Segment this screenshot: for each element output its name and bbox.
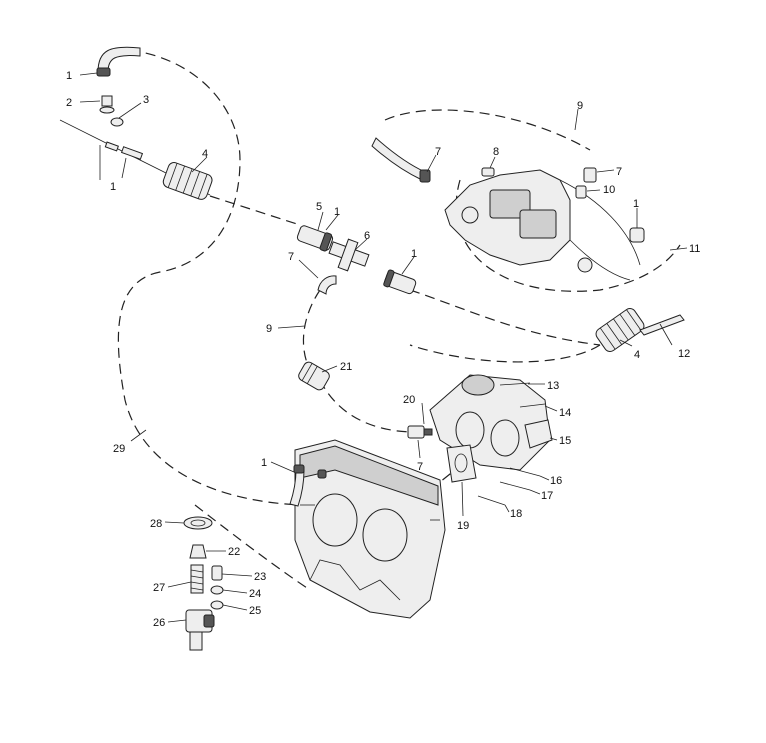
fitting-part-8 [481,167,495,177]
callout-4-right: 4 [634,349,640,361]
callout-8: 8 [493,146,499,158]
callout-27: 27 [153,582,165,594]
callout-19: 19 [457,520,469,532]
bolt-part-18 [477,495,506,506]
o-ring-part-28 [183,516,213,530]
bellows-part-4 [162,162,213,200]
callout-9-left: 9 [266,323,272,335]
callout-1-coupler-right: 1 [411,248,417,260]
callout-15: 15 [559,435,571,447]
callout-23: 23 [254,571,266,583]
upper-manifold-assembly [444,169,641,281]
bolt-part-17 [499,481,531,491]
hose-route-center [209,195,301,226]
callout-13: 13 [547,380,559,392]
tee-fitting-part-6 [328,238,370,272]
hose-route-lower-7 [319,379,416,433]
callout-1-right: 1 [633,198,639,210]
coupler-part-1-right [629,227,645,243]
callout-29: 29 [113,443,125,455]
cylinder-block-assembly [294,439,446,619]
bellows-part-4-right [595,308,645,352]
connector-part [104,141,119,152]
fitting-part-7-right [583,167,597,183]
hose-coupler-part-5 [296,225,334,252]
callout-22: 22 [228,546,240,558]
callout-7-right: 7 [616,166,622,178]
callout-28: 28 [150,518,162,530]
hose-part-7-upper [371,137,426,181]
callout-1-hose-top: 1 [66,70,72,82]
callout-10: 10 [603,184,615,196]
callout-3: 3 [143,94,149,106]
gasket-part-19 [446,444,477,483]
callout-6: 6 [364,230,370,242]
callout-17: 17 [541,490,553,502]
callout-7-center: 7 [288,251,294,263]
callout-18: 18 [510,508,522,520]
bolt-part-16 [509,467,541,477]
bolt-part-13 [499,382,531,386]
callout-26: 26 [153,617,165,629]
hose-end-part-7 [419,169,431,183]
callout-5: 5 [316,201,322,213]
callout-1-coupler-center: 1 [334,206,340,218]
callout-2: 2 [66,97,72,109]
spring-part-27 [190,564,204,594]
fitting-part-20 [407,425,433,439]
hose-route-top-right [384,109,591,151]
callout-11: 11 [689,243,700,255]
washer-part-24 [210,585,224,595]
callout-14: 14 [559,407,571,419]
needle-part-22 [189,544,207,559]
callout-1-block: 1 [261,457,267,469]
callout-9-top: 9 [577,100,583,112]
hose-route-bottom [409,344,601,363]
hose-elbow-part [96,46,141,77]
bolt-part-14 [519,403,546,408]
hose-connector-block-part-1 [289,469,305,507]
tie-strap-part-12 [639,314,685,336]
hose-route-top-left [117,49,301,506]
callout-20: 20 [403,394,415,406]
callout-12: 12 [678,348,690,360]
valve-body-part-26 [185,609,215,651]
tube-part-1 [120,146,144,160]
callout-7-top-hose: 7 [435,146,441,158]
callout-24: 24 [249,588,261,600]
washer-part-3 [110,117,124,127]
o-ring-part-25 [210,600,224,610]
screw-part-23 [211,565,223,581]
hose-route-arrow-1 [409,289,601,346]
callout-16: 16 [550,475,562,487]
callout-21: 21 [340,361,352,373]
leader-lines [79,72,688,623]
callout-7-lower: 7 [417,461,423,473]
hose-route-left-9 [302,289,321,371]
hose-route-to-manifold [194,504,311,591]
callout-4-left: 4 [202,148,208,160]
hose-fitting-part-21 [298,361,330,391]
hose-elbow-part-7 [317,275,337,295]
callout-25: 25 [249,605,261,617]
callout-1-tube: 1 [110,181,116,193]
fitting-part-10 [575,185,587,199]
coupler-part-1 [383,269,417,295]
fitting-part-2 [99,95,115,114]
